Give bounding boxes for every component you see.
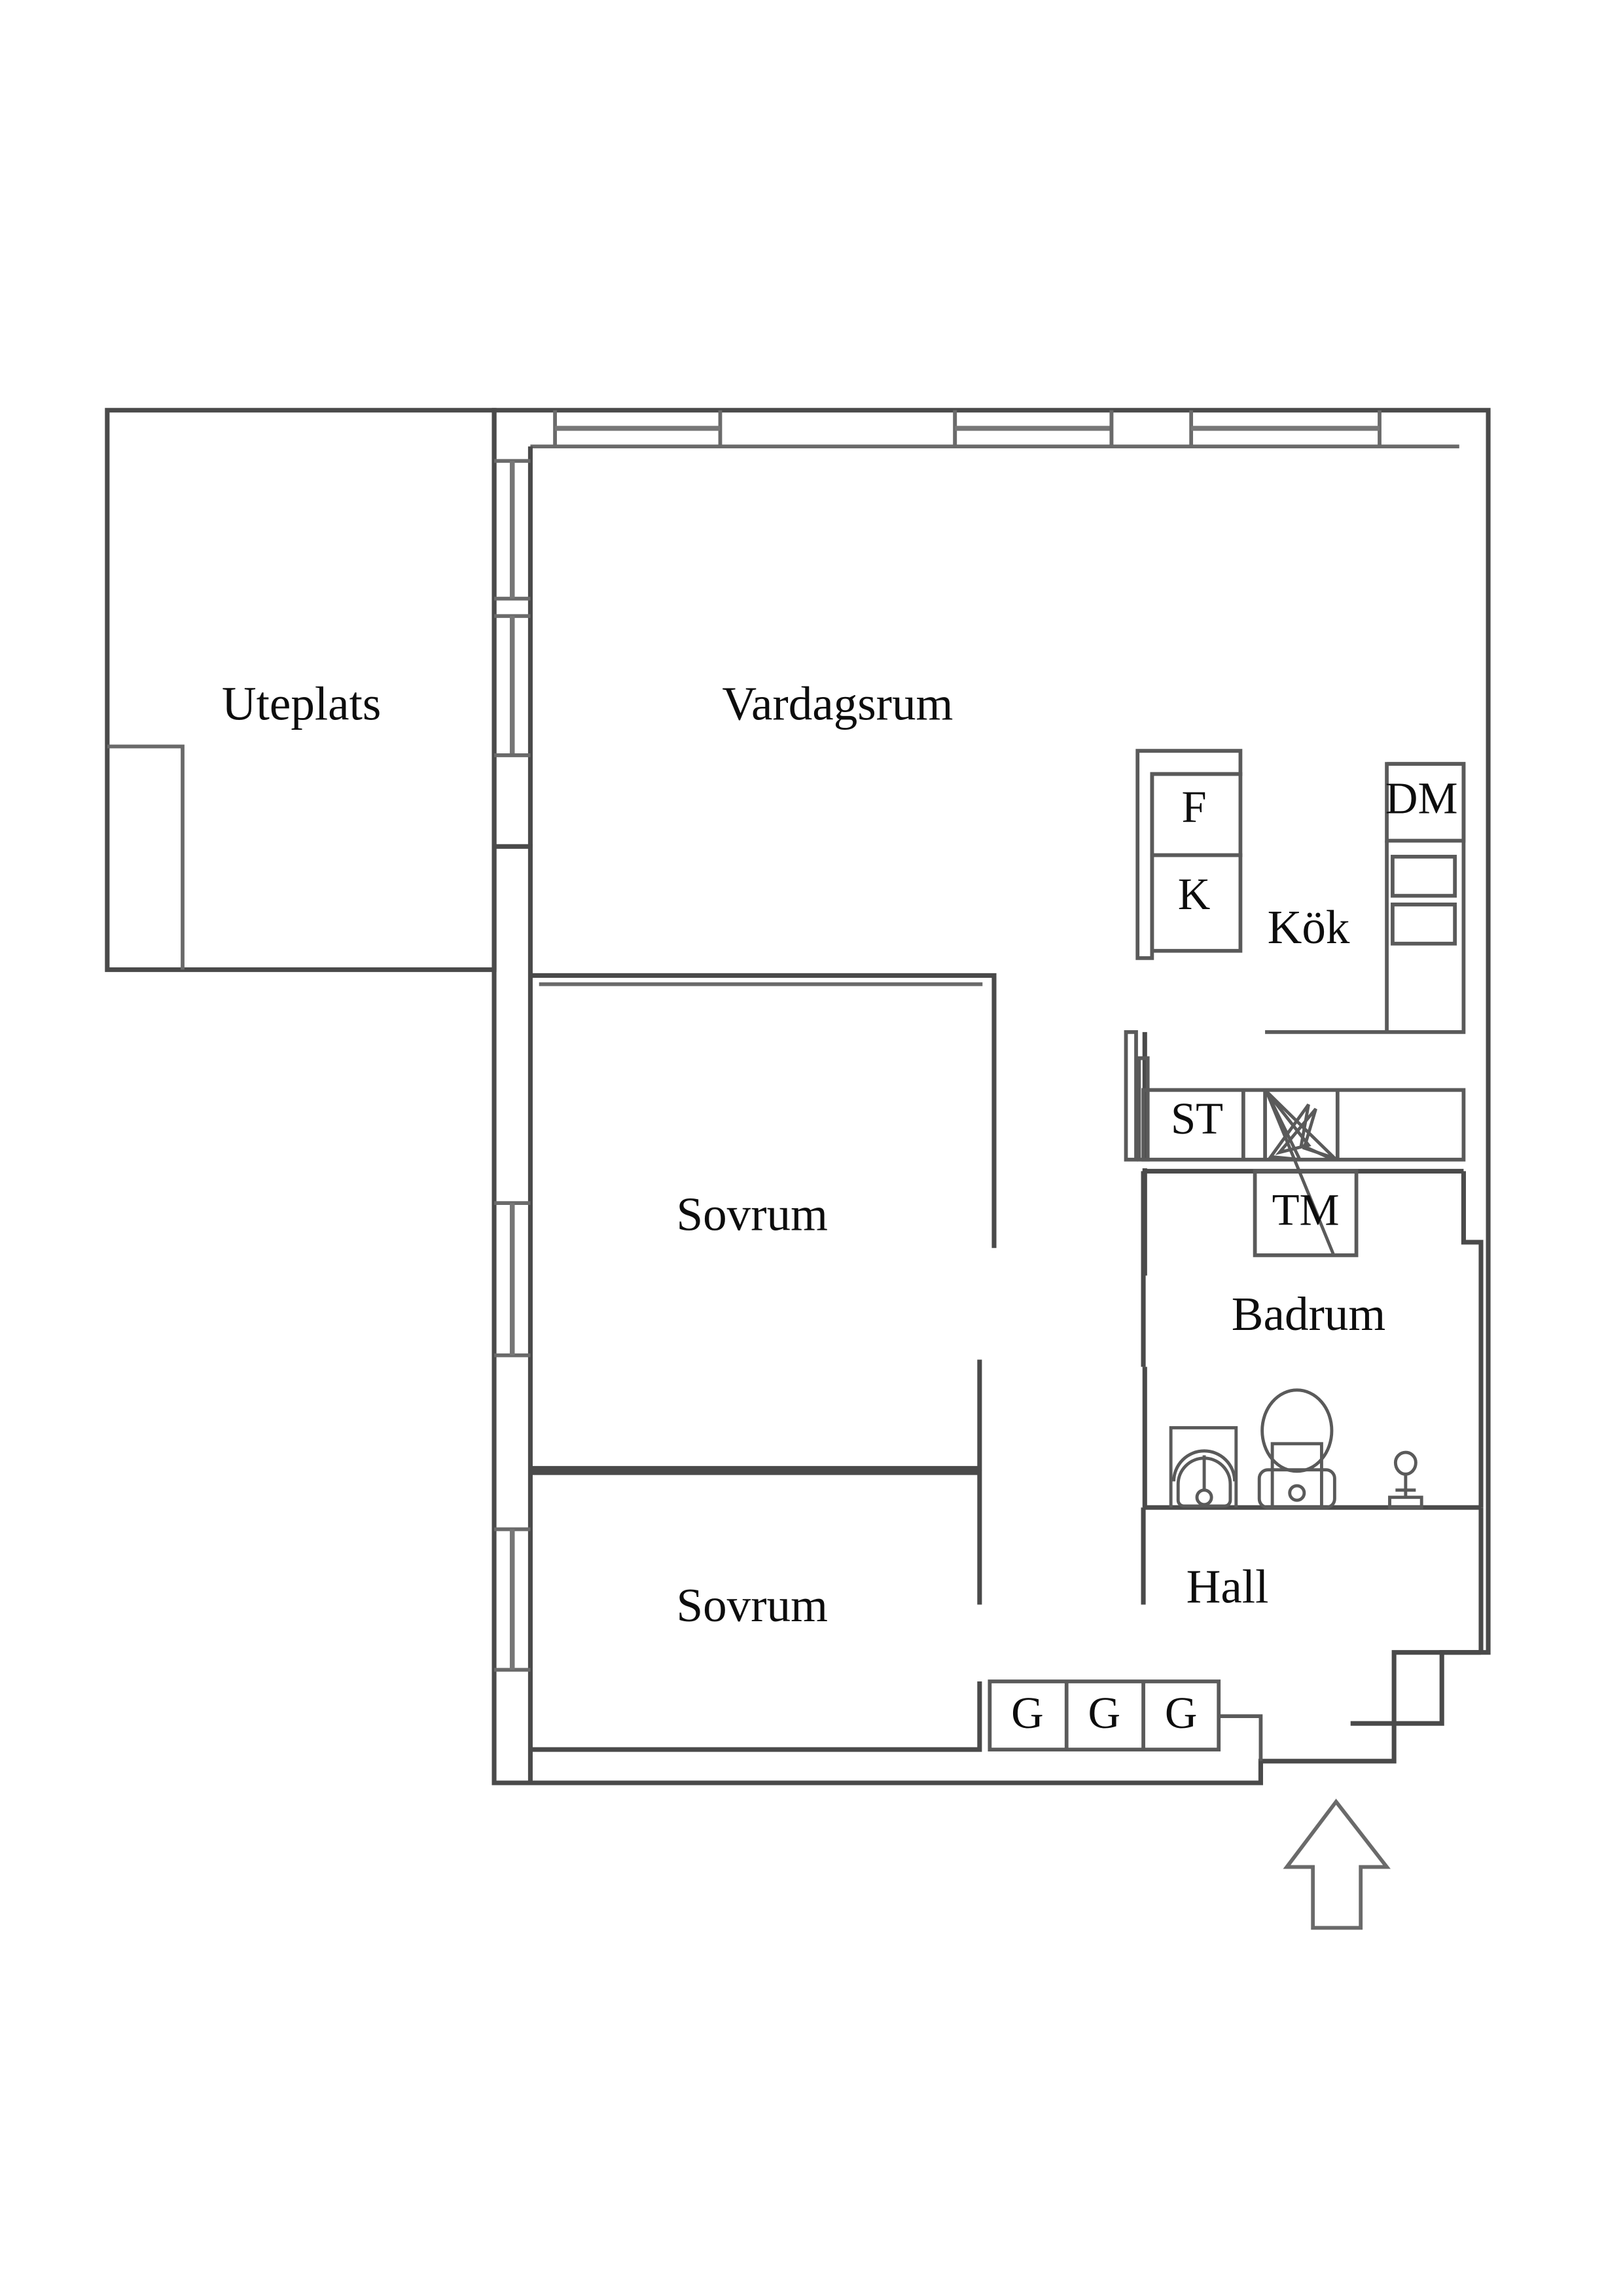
kitchen-counter-north: [1135, 749, 1243, 960]
room-label-hall: Hall: [1186, 1560, 1269, 1613]
appliance-label-wardrobe-1: G: [1011, 1688, 1044, 1738]
kitchen-counter-south: [1141, 1088, 1466, 1255]
bathroom-sink-icon: [1169, 1426, 1238, 1508]
window-west-4: [494, 1527, 531, 1672]
kitchen-counter-east: [1265, 762, 1466, 1034]
room-label-badrum: Badrum: [1232, 1287, 1385, 1340]
kitchen-door-leaf: [1124, 1030, 1150, 1162]
sovrum-1-walls: [530, 973, 997, 1471]
wardrobe-row: [988, 1679, 1263, 1761]
window-north-2: [953, 410, 1114, 447]
hall-walls: [1141, 1507, 1484, 1726]
west-wall-bedrooms: [494, 844, 533, 1784]
window-north-1: [553, 410, 722, 447]
window-west-1: [494, 459, 531, 601]
appliance-label-wardrobe-3: G: [1165, 1688, 1198, 1738]
toilet-icon: [1257, 1388, 1336, 1509]
window-west-2: [494, 614, 531, 757]
window-north-3: [1189, 410, 1382, 447]
sovrum-2-walls: [530, 1470, 982, 1752]
appliance-label-wardrobe-2: G: [1088, 1688, 1121, 1738]
room-label-kok: Kök: [1268, 901, 1350, 954]
window-west-3: [494, 1201, 531, 1357]
window-band-north: [530, 410, 1459, 448]
room-label-uteplats: Uteplats: [222, 677, 381, 730]
room-label-vardagsrum: Vardagsrum: [722, 677, 953, 730]
appliance-label-washing-machine: TM: [1272, 1185, 1340, 1235]
room-label-sovrum-1: Sovrum: [677, 1187, 828, 1240]
washing-machine-box: [1253, 1169, 1359, 1257]
appliance-label-storage: ST: [1171, 1094, 1223, 1143]
shower-mixer-icon: [1388, 1450, 1423, 1509]
appliance-label-dishwasher: DM: [1385, 774, 1458, 823]
appliance-label-freezer: K: [1178, 869, 1211, 919]
entrance-arrow-icon: [1283, 1799, 1391, 1930]
room-label-sovrum-2: Sovrum: [677, 1579, 828, 1632]
appliance-label-fridge: F: [1181, 782, 1206, 832]
west-wall-vardagsrum: [491, 410, 533, 970]
